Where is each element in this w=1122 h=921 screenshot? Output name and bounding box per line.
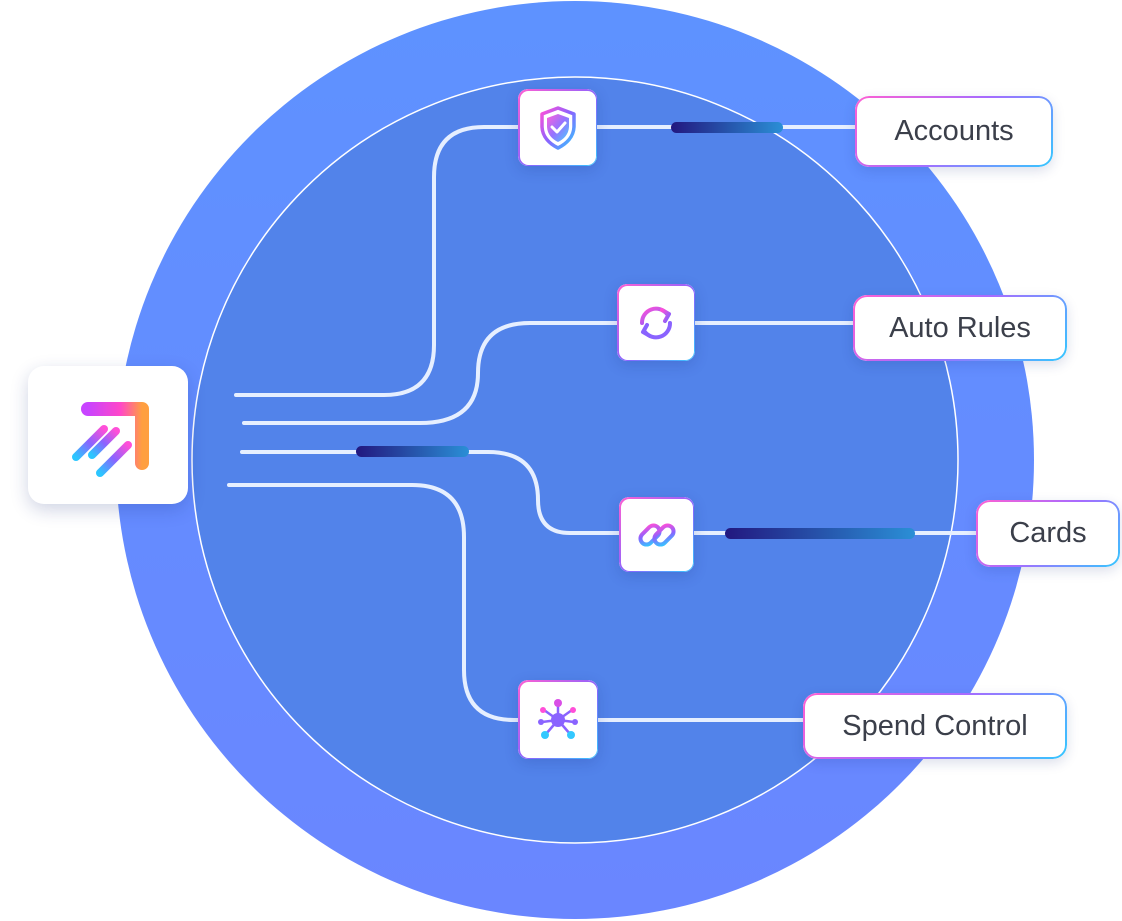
- shield-check-icon: [539, 105, 576, 150]
- spend-control-label[interactable]: Spend Control: [803, 693, 1067, 759]
- auto-rules-node[interactable]: [617, 284, 695, 361]
- link-icon: [637, 522, 676, 547]
- connectors: [227, 125, 982, 722]
- spend-control-node[interactable]: [518, 680, 598, 759]
- accent-bar-accounts: [671, 122, 783, 133]
- accent-bar-left: [356, 446, 469, 457]
- arrow-up-right-logo-icon: [72, 402, 149, 477]
- connector-accounts: [234, 125, 862, 397]
- auto-rules-label-text: Auto Rules: [889, 311, 1031, 344]
- accent-bar-cards: [725, 528, 915, 539]
- accounts-label[interactable]: Accounts: [855, 96, 1053, 167]
- accounts-node[interactable]: [518, 89, 597, 166]
- accounts-label-text: Accounts: [894, 115, 1014, 147]
- connector-auto-rules: [242, 321, 862, 425]
- spend-control-label-text: Spend Control: [842, 709, 1028, 742]
- auto-rules-label[interactable]: Auto Rules: [853, 295, 1067, 361]
- cards-node[interactable]: [619, 497, 694, 572]
- inner-circle: [191, 76, 959, 844]
- brand-logo-card: [28, 366, 188, 504]
- network-hub-icon: [538, 698, 578, 739]
- cards-label-text: Cards: [1009, 517, 1087, 549]
- refresh-icon: [639, 306, 673, 339]
- connector-cards: [240, 450, 982, 535]
- connector-spend-control: [227, 483, 812, 722]
- cards-label[interactable]: Cards: [976, 500, 1120, 567]
